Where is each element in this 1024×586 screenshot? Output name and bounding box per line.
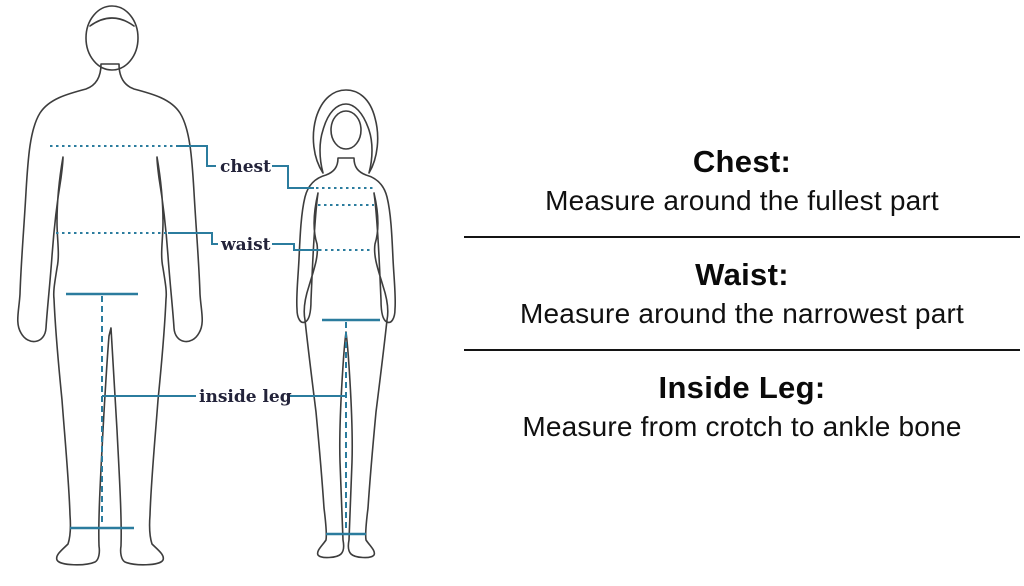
inside-leg-text: Measure from crotch to ankle bone bbox=[522, 410, 962, 442]
measurement-diagram: chest waist inside leg bbox=[0, 0, 460, 586]
male-body-outline bbox=[16, 63, 204, 566]
waist-text: Measure around the narrowest part bbox=[520, 297, 964, 329]
instruction-waist: Waist: Measure around the narrowest part bbox=[464, 257, 1020, 330]
section-divider bbox=[464, 348, 1020, 351]
chest-heading: Chest: bbox=[692, 143, 792, 179]
instructions-panel: Chest: Measure around the fullest part W… bbox=[460, 0, 1024, 586]
diagram-labels: chest waist inside leg bbox=[199, 157, 292, 407]
female-head bbox=[330, 110, 362, 150]
figures-svg: chest waist inside leg bbox=[16, 5, 397, 566]
chest-label: chest bbox=[220, 157, 271, 177]
waist-connector-left bbox=[168, 232, 218, 245]
measurement-lines bbox=[50, 145, 380, 536]
male-hairline bbox=[89, 17, 135, 27]
female-hair bbox=[312, 89, 379, 174]
male-figure bbox=[16, 5, 204, 566]
instruction-inside-leg: Inside Leg: Measure from crotch to ankle… bbox=[464, 370, 1020, 443]
waist-label: waist bbox=[220, 235, 271, 255]
chest-connector-left bbox=[176, 145, 216, 167]
chest-connector-right bbox=[272, 165, 314, 189]
inside-leg-heading: Inside Leg: bbox=[658, 369, 826, 405]
instruction-chest: Chest: Measure around the fullest part bbox=[464, 144, 1020, 217]
waist-heading: Waist: bbox=[695, 256, 789, 292]
chest-text: Measure around the fullest part bbox=[545, 184, 939, 216]
section-divider bbox=[464, 235, 1020, 238]
inside-leg-label: inside leg bbox=[199, 387, 292, 407]
waist-connector-right bbox=[272, 243, 319, 251]
male-head bbox=[85, 5, 139, 71]
